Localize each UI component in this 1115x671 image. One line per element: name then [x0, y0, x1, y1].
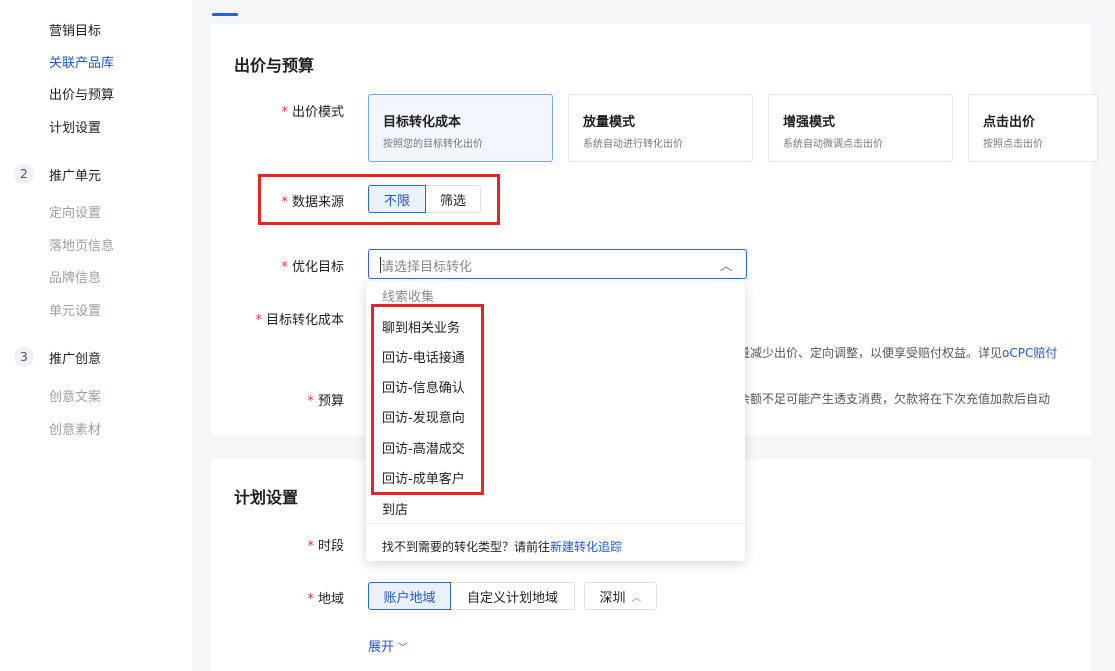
step-number: 2: [14, 164, 34, 184]
sidebar-item-landing-page[interactable]: 落地页信息: [49, 239, 115, 254]
sidebar: 营销目标 关联产品库 出价与预算 计划设置 2 推广单元 定向设置 落地页信息 …: [0, 0, 192, 671]
mode-title: 放量模式: [583, 115, 636, 130]
bid-mode-label: *出价模式: [281, 105, 344, 120]
opt-target-dropdown: 线索收集 聊到相关业务 回访-电话接通 回访-信息确认 回访-发现意向 回访-高…: [366, 282, 745, 561]
section-title: 推广创意: [49, 351, 102, 367]
mode-title: 点击出价: [983, 115, 1036, 130]
sidebar-section-unit: 2 推广单元: [14, 164, 101, 184]
new-conversion-link[interactable]: 新建转化追踪: [550, 540, 623, 554]
sidebar-item-unit-settings[interactable]: 单元设置: [49, 304, 102, 319]
data-source-unlimited[interactable]: 不限: [368, 185, 426, 213]
chevron-up-icon: ︿: [719, 259, 732, 273]
period-label: *时段: [307, 539, 344, 554]
data-source-label: *数据来源: [281, 195, 344, 210]
sidebar-item-creative-copy[interactable]: 创意文案: [49, 390, 102, 405]
dropdown-option[interactable]: 回访-高潜成交: [382, 442, 465, 457]
dropdown-footer: 找不到需要的转化类型？请前往新建转化追踪: [382, 540, 623, 554]
city-select[interactable]: 深圳 ︿: [584, 582, 657, 610]
section-title: 推广单元: [49, 168, 102, 184]
region-custom[interactable]: 自定义计划地域: [450, 582, 575, 610]
dropdown-option[interactable]: 回访-信息确认: [382, 381, 465, 396]
dropdown-option[interactable]: 到店: [382, 503, 409, 518]
dropdown-option[interactable]: 聊到相关业务: [382, 321, 461, 336]
budget-label: *预算: [307, 394, 344, 409]
region-account[interactable]: 账户地域: [368, 582, 451, 610]
mode-desc: 按照点击出价: [983, 139, 1043, 150]
text-caret: [380, 257, 381, 273]
mode-desc: 按照您的目标转化出价: [383, 139, 483, 150]
bid-mode-option[interactable]: 目标转化成本 按照您的目标转化出价: [368, 94, 553, 162]
data-source-filter[interactable]: 筛选: [425, 185, 481, 213]
sidebar-item-targeting[interactable]: 定向设置: [49, 206, 102, 221]
city-value: 深圳: [599, 590, 626, 606]
highlight-box: [258, 174, 500, 225]
region-label: *地域: [307, 592, 344, 607]
dropdown-option[interactable]: 线索收集: [382, 290, 435, 305]
target-cost-hint: 量减少出价、定向调整，以便享受赔付权益。详见oCPC赔付: [738, 346, 1058, 360]
select-placeholder: 请选择目标转化: [381, 260, 473, 275]
step-number: 3: [14, 347, 34, 367]
bid-mode-option[interactable]: 点击出价 按照点击出价: [968, 94, 1098, 162]
sidebar-section-creative: 3 推广创意: [14, 347, 101, 367]
mode-title: 增强模式: [783, 115, 836, 130]
chevron-up-icon: ︿: [631, 592, 642, 604]
sidebar-item-product-library[interactable]: 关联产品库: [49, 56, 115, 71]
section-title: 出价与预算: [234, 56, 315, 75]
dropdown-option[interactable]: 回访-成单客户: [382, 472, 465, 487]
sidebar-item-creative-material[interactable]: 创意素材: [49, 423, 102, 438]
budget-hint: 余额不足可能产生透支消费，欠款将在下次充值加款后自动: [738, 392, 1051, 406]
tab-indicator: [212, 13, 238, 16]
sidebar-item-brand-info[interactable]: 品牌信息: [49, 271, 102, 286]
bid-mode-option[interactable]: 放量模式 系统自动进行转化出价: [568, 94, 753, 162]
opt-target-select[interactable]: 请选择目标转化 ︿: [368, 249, 747, 279]
section-title: 计划设置: [234, 488, 299, 507]
dropdown-option[interactable]: 回访-发现意向: [382, 411, 465, 426]
dropdown-option[interactable]: 回访-电话接通: [382, 351, 465, 366]
sidebar-item-marketing-goal[interactable]: 营销目标: [49, 24, 102, 39]
expand-link[interactable]: 展开﹀: [368, 640, 409, 655]
mode-desc: 系统自动微调点击出价: [783, 139, 883, 150]
ocpc-link[interactable]: oCPC赔付: [1002, 346, 1058, 360]
dropdown-divider: [366, 523, 745, 524]
chevron-down-icon: ﹀: [398, 643, 409, 654]
bid-mode-option[interactable]: 增强模式 系统自动微调点击出价: [768, 94, 953, 162]
target-cost-label: *目标转化成本: [255, 313, 344, 328]
sidebar-item-plan-settings[interactable]: 计划设置: [49, 121, 102, 136]
mode-title: 目标转化成本: [383, 115, 462, 130]
opt-target-label: *优化目标: [281, 260, 344, 275]
sidebar-item-bid-budget[interactable]: 出价与预算: [49, 88, 115, 103]
mode-desc: 系统自动进行转化出价: [583, 139, 683, 150]
highlight-box: [371, 304, 484, 495]
